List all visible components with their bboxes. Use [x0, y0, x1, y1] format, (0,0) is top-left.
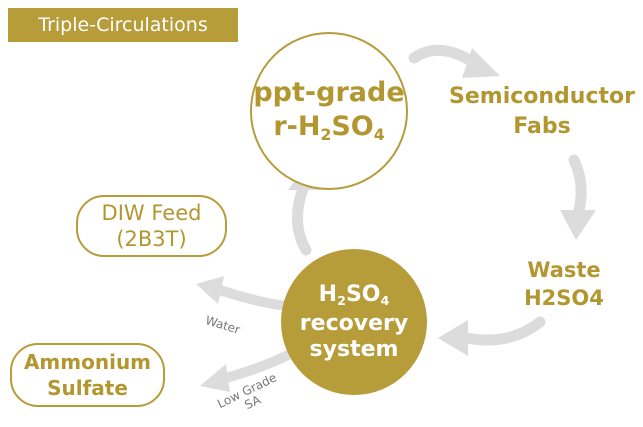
waste-line2: H2SO4 — [524, 286, 604, 310]
ppt-grade-node: ppt-grade r-H2SO4 — [250, 32, 408, 190]
arrow-waste-to-recovery-head — [438, 320, 468, 356]
diw-line2: (2B3T) — [116, 227, 187, 251]
ammonium-line1: Ammonium — [23, 350, 152, 374]
arrow-fabs-to-waste-head — [560, 210, 596, 240]
ppt-grade-line1: ppt-grade — [253, 76, 405, 108]
arrow-ppt-to-fabs — [408, 44, 482, 70]
fabs-line1: Semiconductor — [449, 84, 635, 109]
recovery-line3: system — [309, 336, 399, 362]
ammonium-line2: Sulfate — [47, 376, 128, 400]
diw-line1: DIW Feed — [101, 201, 202, 225]
title-banner: Triple-Circulations — [8, 8, 238, 42]
ammonium-sulfate-node: Ammonium Sulfate — [10, 343, 165, 407]
recovery-line2: recovery — [299, 310, 409, 336]
arrow-recovery-to-diw — [215, 285, 291, 311]
recovery-line1: H2SO4 — [318, 281, 390, 310]
ppt-grade-line2: r-H2SO4 — [273, 110, 385, 145]
arrow-ppt-to-fabs-head — [462, 48, 500, 78]
waste-h2so4-node: Waste H2SO4 — [504, 256, 624, 312]
arrow-fabs-to-waste — [568, 154, 587, 220]
semiconductor-fabs-node: Semiconductor Fabs — [442, 82, 642, 142]
arrow-recovery-to-ammonium — [221, 349, 295, 383]
arrow-recovery-to-ammonium-head — [200, 364, 230, 392]
waste-line1: Waste — [527, 258, 601, 282]
arrow-recovery-to-ppt — [291, 180, 312, 256]
recovery-system-node: H2SO4 recovery system — [281, 249, 427, 395]
arrow-recovery-to-diw-head — [196, 276, 224, 304]
fabs-line2: Fabs — [513, 114, 571, 139]
arrow-waste-to-recovery — [460, 316, 546, 346]
diw-feed-node: DIW Feed (2B3T) — [76, 195, 227, 257]
